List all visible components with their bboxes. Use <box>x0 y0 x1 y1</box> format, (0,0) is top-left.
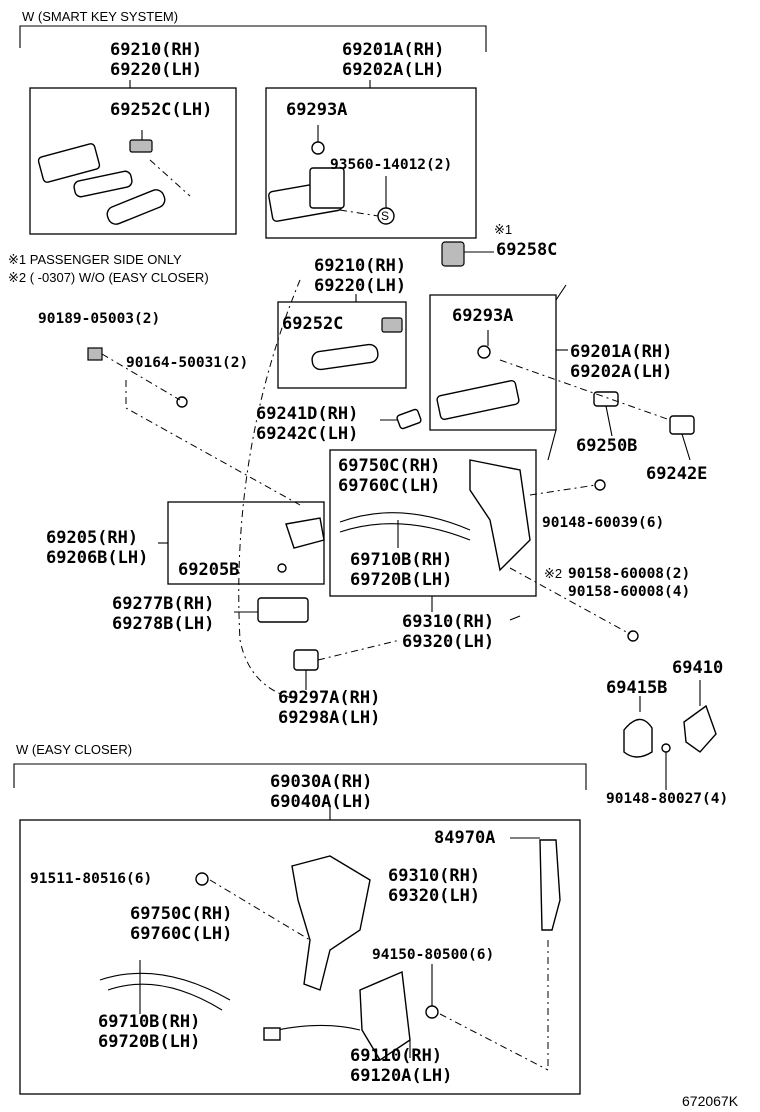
mark-note2: ※2 <box>544 566 563 581</box>
part-69258c <box>441 241 465 267</box>
section-easy-closer-title: W (EASY CLOSER) <box>16 742 133 757</box>
label-69258c: 69258C <box>496 240 558 260</box>
outer-handle-parts-top <box>37 130 191 225</box>
label-69252c: 69252C <box>282 314 344 334</box>
label-69202a-lh: 69202A(LH) <box>342 60 445 80</box>
label-69750c-b: 69750C(RH) <box>130 904 233 924</box>
label-69242c: 69242C(LH) <box>256 424 359 444</box>
label-69201a-rh-b: 69201A(RH) <box>570 342 673 362</box>
label-69202a-lh-b: 69202A(LH) <box>570 362 673 382</box>
mark-note1: ※1 <box>494 222 513 237</box>
part-90189 <box>87 347 103 361</box>
label-69040a: 69040A(LH) <box>270 792 373 812</box>
frame-parts-top <box>268 125 395 225</box>
label-90148-80027: 90148-80027(4) <box>606 791 729 807</box>
label-69110: 69110(RH) <box>350 1046 443 1066</box>
label-69120a: 69120A(LH) <box>350 1066 453 1086</box>
label-69210-rh-b: 69210(RH) <box>314 256 407 276</box>
label-69205-rh: 69205(RH) <box>46 528 139 548</box>
label-69277b: 69277B(RH) <box>112 594 215 614</box>
box-outer-handle-lh <box>29 87 237 235</box>
part-69277b <box>257 597 309 623</box>
label-90158-b: 90158-60008(4) <box>568 584 691 600</box>
label-69220-lh: 69220(LH) <box>110 60 203 80</box>
label-69030a: 69030A(RH) <box>270 772 373 792</box>
label-69710b-a: 69710B(RH) <box>350 550 453 570</box>
label-69320-b: 69320(LH) <box>388 886 481 906</box>
note-easy-closer: ※2 ( -0307) W/O (EASY CLOSER) <box>8 270 209 285</box>
label-90158-a: 90158-60008(2) <box>568 566 691 582</box>
label-69760c-a: 69760C(LH) <box>338 476 441 496</box>
label-69278b: 69278B(LH) <box>112 614 215 634</box>
closer-harness <box>539 839 561 931</box>
label-90164: 90164-50031(2) <box>126 355 249 371</box>
label-69750c-a: 69750C(RH) <box>338 456 441 476</box>
smart-key-bracket <box>19 25 487 52</box>
label-84970a: 84970A <box>434 828 496 848</box>
label-69310-a: 69310(RH) <box>402 612 495 632</box>
section-smart-key-title: W (SMART KEY SYSTEM) <box>22 9 179 24</box>
label-69410: 69410 <box>672 658 724 678</box>
label-69220-lh-b: 69220(LH) <box>314 276 407 296</box>
label-69710b-b: 69710B(RH) <box>98 1012 201 1032</box>
part-69297a <box>293 649 319 671</box>
box-easy-closer <box>19 819 581 1095</box>
door-lock-assy <box>469 459 531 572</box>
label-69206b-lh: 69206B(LH) <box>46 548 149 568</box>
box-outer-handle <box>277 301 407 389</box>
label-69415b: 69415B <box>606 678 668 698</box>
figure-id: 672067K <box>682 1093 739 1109</box>
label-69293a-top: 69293A <box>286 100 348 120</box>
label-69201a-rh: 69201A(RH) <box>342 40 445 60</box>
label-91511: 91511-80516(6) <box>30 871 153 887</box>
easy-closer-bracket <box>13 763 587 790</box>
label-90189: 90189-05003(2) <box>38 311 161 327</box>
label-90148-60039: 90148-60039(6) <box>542 515 665 531</box>
label-94150: 94150-80500(6) <box>372 947 495 963</box>
label-69293a-mid: 69293A <box>452 306 514 326</box>
box-frame-top <box>265 87 477 239</box>
label-69297a: 69297A(RH) <box>278 688 381 708</box>
label-69720b-b: 69720B(LH) <box>98 1032 201 1052</box>
label-69250b: 69250B <box>576 436 638 456</box>
label-69242e: 69242E <box>646 464 708 484</box>
label-69205b: 69205B <box>178 560 240 580</box>
part-90164 <box>176 396 188 408</box>
box-door-lock <box>329 449 537 597</box>
label-69310-b: 69310(RH) <box>388 866 481 886</box>
closer-motor <box>359 970 411 1061</box>
label-69252c-lh: 69252C(LH) <box>110 100 213 120</box>
label-69320-a: 69320(LH) <box>402 632 495 652</box>
label-69760c-b: 69760C(LH) <box>130 924 233 944</box>
part-69410 <box>683 704 717 753</box>
label-69210-rh: 69210(RH) <box>110 40 203 60</box>
label-69720b-a: 69720B(LH) <box>350 570 453 590</box>
note-passenger-side: ※1 PASSENGER SIDE ONLY <box>8 252 182 267</box>
part-69415b <box>623 718 653 758</box>
label-93560: 93560-14012(2) <box>330 157 453 173</box>
closer-lock-assy <box>291 855 371 991</box>
s-mark: S <box>381 209 390 223</box>
label-69241d: 69241D(RH) <box>256 404 359 424</box>
label-69298a: 69298A(LH) <box>278 708 381 728</box>
